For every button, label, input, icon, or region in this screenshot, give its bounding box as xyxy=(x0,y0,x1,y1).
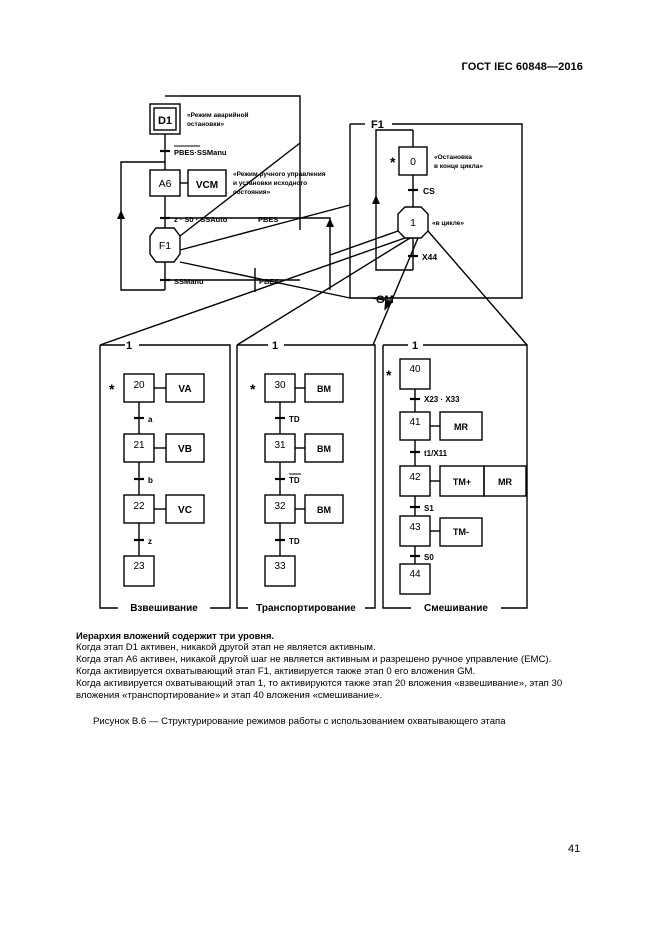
step-23-label: 23 xyxy=(133,561,145,572)
initial-star-20: * xyxy=(109,381,115,397)
step-41-label: 41 xyxy=(409,417,421,428)
weighing-frame-label: 1 xyxy=(126,340,132,352)
transition-z: z xyxy=(148,537,152,546)
action-mr-2: MR xyxy=(498,477,512,487)
note-line-2: Когда этап A6 активен, никакой другой ша… xyxy=(76,654,552,665)
note-line-1: Когда этап D1 активен, никакой другой эт… xyxy=(76,642,376,653)
step-f1-label: F1 xyxy=(159,240,171,252)
transition-z-s0-ssauto: z · S0 · SSAuto xyxy=(174,215,228,224)
transition-cs: CS xyxy=(423,186,435,196)
transition-pbes-bottom: PBES xyxy=(259,277,279,286)
step1-note: «в цикле» xyxy=(432,220,464,227)
step-44-label: 44 xyxy=(409,569,421,580)
action-tm-plus: TM+ xyxy=(453,477,471,487)
initial-star-40: * xyxy=(386,367,392,383)
note-line-3: Когда активируется охватывающий этап F1,… xyxy=(76,666,476,677)
notes-title: Иерархия вложений содержит три уровня. xyxy=(76,630,275,641)
step-43-label: 43 xyxy=(409,522,421,533)
action-bm-2: BM xyxy=(317,444,331,454)
a6-note-line1: «Режим ручного управления xyxy=(233,171,326,178)
transition-ssmanu: SSManu xyxy=(174,277,204,286)
action-vc: VC xyxy=(178,505,192,516)
transition-pbes-right: PBES xyxy=(258,215,278,224)
note-line-4: Когда активируется охватывающий этап 1, … xyxy=(76,678,563,701)
step-30-label: 30 xyxy=(274,380,286,391)
transition-td-3: TD xyxy=(289,537,300,546)
page-number: 41 xyxy=(568,843,581,855)
step-33-label: 33 xyxy=(274,561,286,572)
transition-s1: S1 xyxy=(424,504,434,513)
transition-s0: S0 xyxy=(424,553,434,562)
d1-note-line2: остановки» xyxy=(187,121,224,128)
figure-notes: Иерархия вложений содержит три уровня. К… xyxy=(76,630,596,702)
action-va: VA xyxy=(178,384,191,395)
step-31-label: 31 xyxy=(274,440,286,451)
step-a6-label: A6 xyxy=(159,178,172,190)
step0-note-line1: «Остановка xyxy=(434,154,472,161)
step-21-label: 21 xyxy=(133,440,145,451)
grafcet-diagram: D1 «Режим аварийной остановки» PBES·SSMa… xyxy=(99,95,528,614)
a6-note-line2: и установки исходного xyxy=(233,180,307,187)
action-mr-1: MR xyxy=(454,422,468,432)
mixing-title: Смешивание xyxy=(424,603,488,614)
initial-star-30: * xyxy=(250,381,256,397)
gm-label: GM xyxy=(376,294,394,306)
mixing-frame-label: 1 xyxy=(412,340,418,352)
step0-note-line2: в конце цикла» xyxy=(434,163,483,170)
transition-pbes-ssmanu: PBES·SSManu xyxy=(174,148,227,157)
document-header: ГОСТ IEC 60848—2016 xyxy=(461,61,583,73)
step-22-label: 22 xyxy=(133,501,145,512)
step-d1-label: D1 xyxy=(158,115,172,127)
transition-b: b xyxy=(148,476,153,485)
d1-note-line1: «Режим аварийной xyxy=(187,111,249,119)
action-bm-1: BM xyxy=(317,384,331,394)
step-32-label: 32 xyxy=(274,501,286,512)
action-bm-3: BM xyxy=(317,505,331,515)
initial-star-0: * xyxy=(390,154,396,170)
step-0-label: 0 xyxy=(410,156,416,168)
transition-td-1: TD xyxy=(289,415,300,424)
step-1-label: 1 xyxy=(410,217,416,229)
action-vcm: VCM xyxy=(196,180,218,191)
macro-frame-f1-label: F1 xyxy=(371,119,384,131)
transition-x44: X44 xyxy=(422,252,437,262)
figure-caption: Рисунок B.6 — Структурирование режимов р… xyxy=(93,716,506,727)
step-20-label: 20 xyxy=(133,380,145,391)
transition-t1-x11: t1/X11 xyxy=(424,449,448,458)
weighing-title: Взвешивание xyxy=(130,603,198,614)
action-vb: VB xyxy=(178,444,192,455)
transition-td-negated: TD xyxy=(289,476,300,485)
step-40-label: 40 xyxy=(409,364,421,375)
transition-x23-x33: X23 · X33 xyxy=(424,395,460,404)
step-42-label: 42 xyxy=(409,472,421,483)
a6-note-line3: состояния» xyxy=(233,189,271,196)
transport-title: Транспортирование xyxy=(256,603,356,614)
transition-a: a xyxy=(148,415,153,424)
action-tm-minus: TM- xyxy=(453,527,469,537)
transport-frame-label: 1 xyxy=(272,340,278,352)
